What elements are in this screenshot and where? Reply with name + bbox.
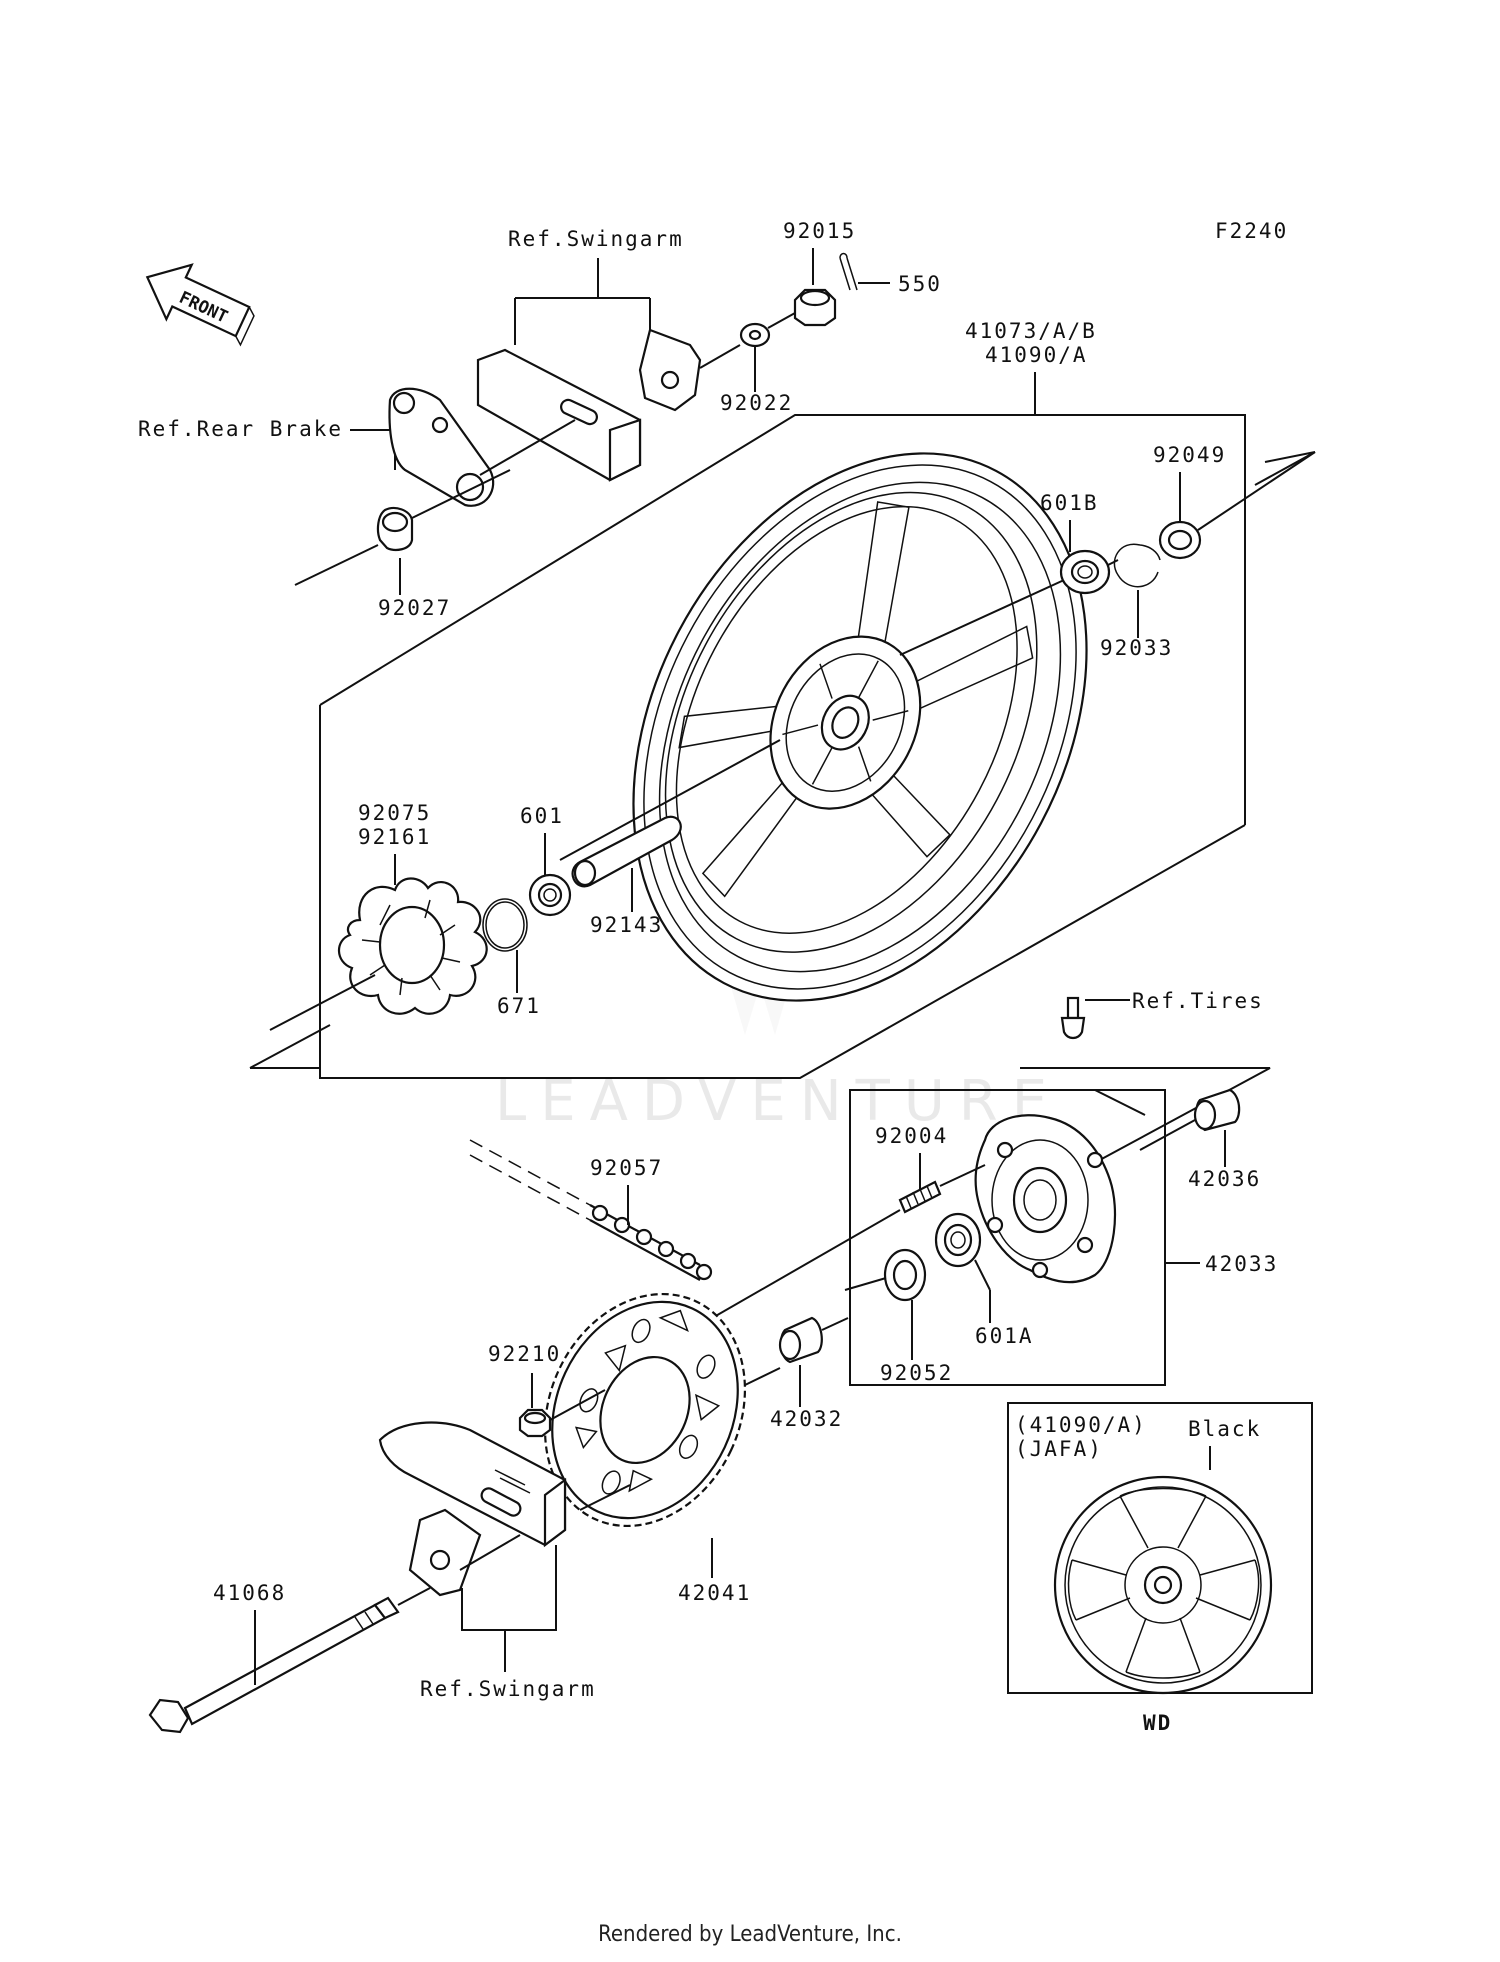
- axis-line-swingarm-bottom2: [459, 1534, 521, 1571]
- part-92022-washer: [739, 322, 771, 348]
- ref-swingarm-bottom-leader: [461, 1545, 557, 1672]
- part-601a-bearing: [934, 1212, 982, 1268]
- part-92033-circlip: [1113, 543, 1161, 588]
- inset-black-wheel-part: [1053, 1475, 1273, 1695]
- axis-arrow-left-diag: [249, 1024, 331, 1069]
- axis-line-top: [699, 344, 741, 369]
- part-label-92027: 92027: [378, 596, 451, 620]
- axis-line-92052: [844, 1277, 887, 1291]
- part-label-601a: 601A: [975, 1324, 1034, 1348]
- axis-line-top-right: [1197, 451, 1316, 531]
- wheel-group-frame-top: [319, 414, 1246, 825]
- part-92049-seal: [1158, 520, 1202, 560]
- hub-box-diag: [1094, 1089, 1146, 1116]
- part-label-92052: 92052: [880, 1361, 953, 1385]
- leader-601a: [974, 1259, 991, 1323]
- part-92210-nut: [518, 1408, 552, 1438]
- part-label-42041: 42041: [678, 1581, 751, 1605]
- part-label-92015: 92015: [783, 219, 856, 243]
- inset-color-label: Black: [1188, 1417, 1261, 1441]
- part-92052-seal: [883, 1248, 927, 1302]
- part-label-92210: 92210: [488, 1342, 561, 1366]
- part-label-42036: 42036: [1188, 1167, 1261, 1191]
- part-label-92057: 92057: [590, 1156, 663, 1180]
- part-label-wheel-line2: 41090/A: [985, 343, 1088, 367]
- inset-line1: (41090/A): [1015, 1413, 1147, 1437]
- axis-line-wheel-left: [559, 739, 781, 861]
- inset-caption: WD: [1143, 1711, 1172, 1735]
- axis-line-42032: [821, 1317, 849, 1331]
- part-label-41068: 41068: [213, 1581, 286, 1605]
- part-label-92004: 92004: [875, 1124, 948, 1148]
- axis-line-damper: [269, 974, 376, 1031]
- part-label-92143: 92143: [590, 913, 663, 937]
- part-92015-nut: [793, 288, 837, 327]
- part-42036-collar: [1193, 1088, 1241, 1132]
- axis-arrow-top-right: [1254, 451, 1316, 486]
- part-550-cotter-pin: [839, 252, 858, 291]
- part-92143-spacer: [571, 815, 682, 888]
- part-601b-bearing: [1059, 549, 1111, 595]
- axis-line-hub-upper: [1020, 1067, 1271, 1169]
- part-label-92161: 92161: [358, 825, 431, 849]
- axis-line-swingarm-bottom: [579, 1484, 631, 1511]
- hub-group-box: [849, 1089, 1166, 1386]
- part-label-92075: 92075: [358, 801, 431, 825]
- axis-line-92210: [549, 1389, 606, 1421]
- part-41068-axle: [148, 1596, 400, 1734]
- part-42041-sprocket: [543, 1292, 747, 1528]
- rear-wheel-part: [632, 452, 1088, 1002]
- ref-tires-label: Ref.Tires: [1132, 989, 1264, 1013]
- axis-line-42036: [1139, 1119, 1196, 1151]
- tire-valve-part: [1060, 996, 1086, 1040]
- ref-swingarm-bottom-label: Ref.Swingarm: [420, 1677, 596, 1701]
- part-label-92022: 92022: [720, 391, 793, 415]
- part-label-671: 671: [497, 994, 541, 1018]
- ref-swingarm-top-label: Ref.Swingarm: [508, 227, 684, 251]
- front-arrow-icon: FRONT: [145, 263, 255, 347]
- axis-line-axle: [397, 1587, 431, 1606]
- part-92004-stud: [898, 1180, 942, 1214]
- ref-swingarm-top-leader: [514, 258, 651, 345]
- axis-line-sprocket-lower: [744, 1367, 781, 1386]
- part-label-601: 601: [520, 804, 564, 828]
- ref-rear-brake-leader: [350, 402, 396, 470]
- part-label-601b: 601B: [1040, 491, 1099, 515]
- part-label-wheel-line1: 41073/A/B: [965, 319, 1097, 343]
- axis-line-92004: [939, 1164, 986, 1187]
- swingarm-top-part: [476, 328, 702, 482]
- part-label-92049: 92049: [1153, 443, 1226, 467]
- part-601-bearing: [528, 873, 572, 917]
- part-671-o-ring: [482, 898, 528, 952]
- footer-credit: Rendered by LeadVenture, Inc.: [598, 1922, 902, 1947]
- part-label-42033: 42033: [1205, 1252, 1278, 1276]
- wheel-group-frame-bottom: [319, 705, 1246, 1079]
- watermark-text: LEADVENTURE: [495, 1069, 1061, 1134]
- part-42032-collar: [778, 1316, 823, 1364]
- axis-line-wheel-right: [899, 574, 1076, 656]
- part-label-42032: 42032: [770, 1407, 843, 1431]
- swingarm-bottom-part: [378, 1421, 567, 1597]
- inset-line2: (JAFA): [1015, 1437, 1103, 1461]
- ref-rear-brake-label: Ref.Rear Brake: [138, 417, 343, 441]
- part-92057-chain: [469, 1139, 713, 1281]
- figure-code: F2240: [1215, 219, 1288, 243]
- part-92075-damper: [337, 877, 488, 1015]
- part-92027-collar: [294, 469, 511, 586]
- part-42033-coupling: [974, 1114, 1117, 1284]
- part-label-550: 550: [898, 272, 942, 296]
- part-label-92033: 92033: [1100, 636, 1173, 660]
- axis-line-sprocket-upper: [699, 1209, 901, 1326]
